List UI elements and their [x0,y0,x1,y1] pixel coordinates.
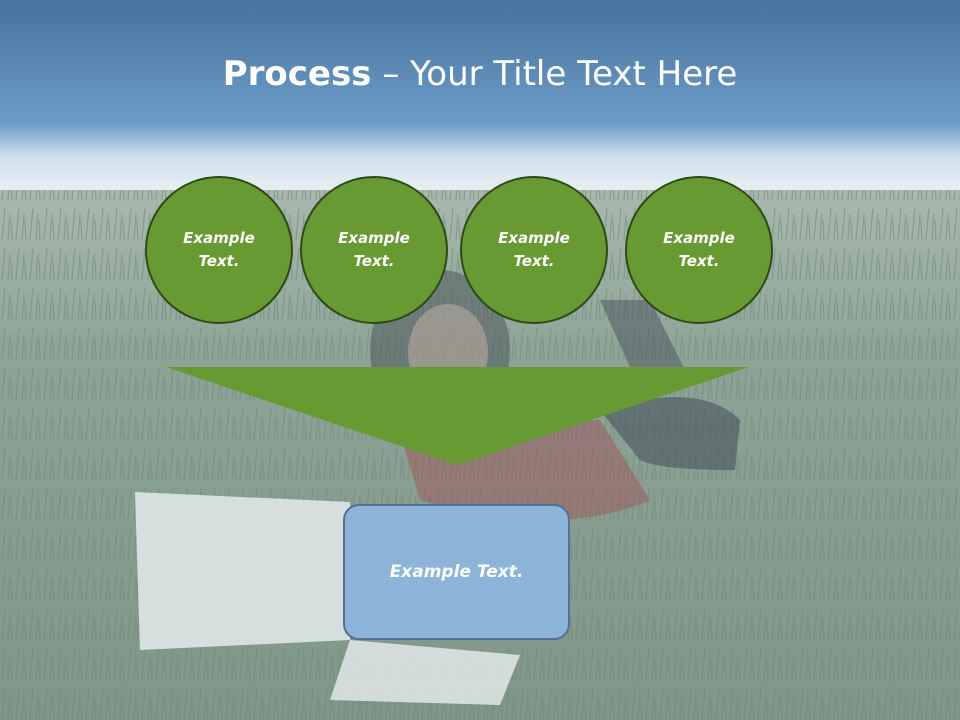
title-bold: Process [222,54,372,94]
result-box: Example Text. [343,504,570,640]
result-label: Example Text. [389,562,524,582]
step-circle-1: Example Text. [145,176,293,324]
funnel-arrow [166,367,749,465]
step-label-3: Example Text. [498,229,570,270]
step-circle-3: Example Text. [460,176,608,324]
step-circle-2: Example Text. [300,176,448,324]
step-label-1: Example Text. [183,229,255,270]
step-label-2: Example Text. [338,229,410,270]
step-circle-4: Example Text. [625,176,773,324]
slide-title: Process – Your Title Text Here [0,52,960,96]
step-label-4: Example Text. [663,229,735,270]
title-rest: – Your Title Text Here [371,54,738,94]
